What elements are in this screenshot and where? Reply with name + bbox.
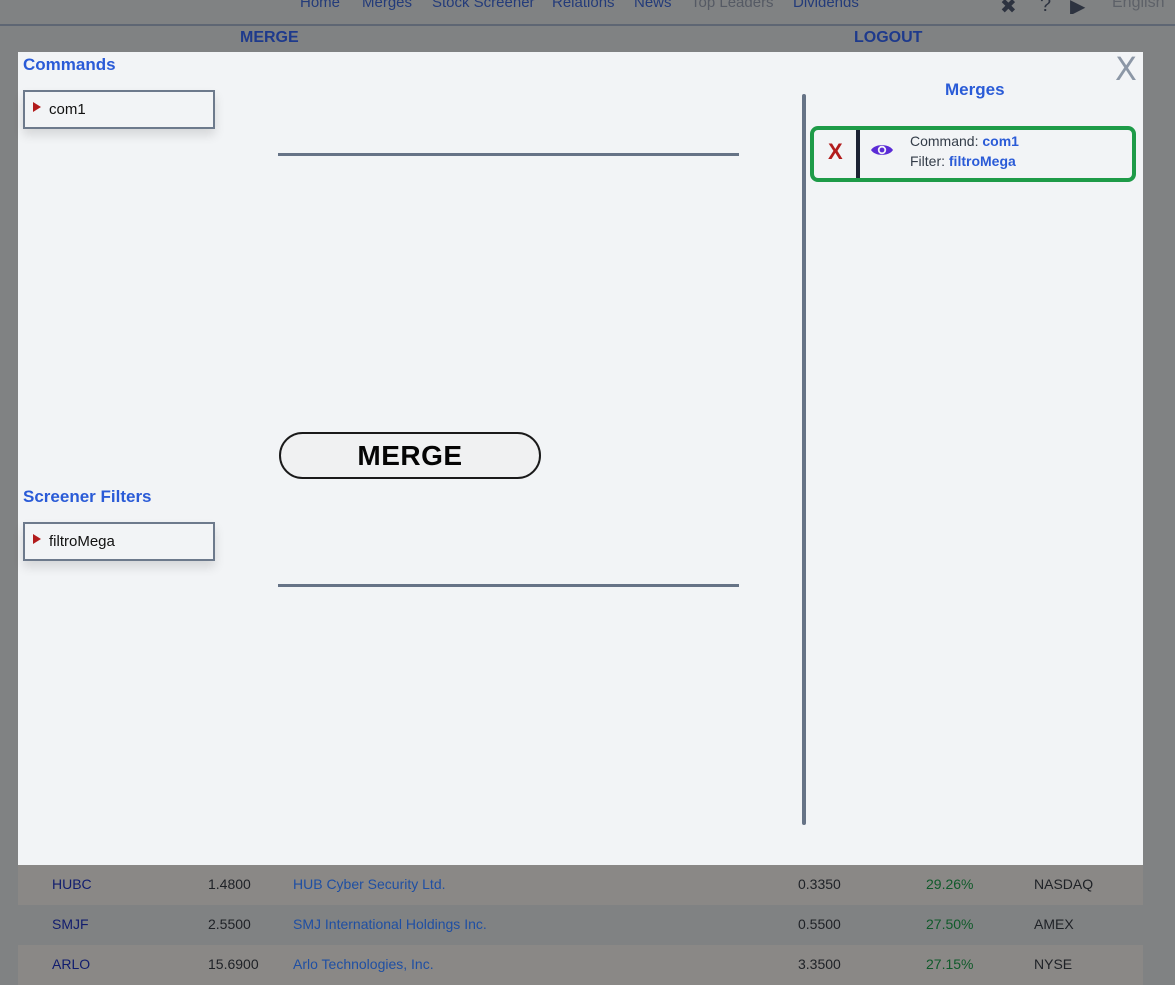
close-modal-button[interactable]: X bbox=[1115, 50, 1137, 88]
merges-title: Merges bbox=[945, 80, 1005, 99]
cell-company-name[interactable]: HUB Cyber Security Ltd. bbox=[293, 876, 446, 892]
merge-filter-line: Filter: filtroMega bbox=[910, 153, 1016, 169]
nav-stock-screener[interactable]: Stock Screener bbox=[432, 0, 535, 11]
merges-divider bbox=[802, 94, 806, 825]
cell-company-name[interactable]: SMJ International Holdings Inc. bbox=[293, 916, 487, 932]
cell-percent-change: 29.26% bbox=[926, 876, 974, 892]
nav-dividends[interactable]: Dividends bbox=[793, 0, 859, 11]
filter-label: Filter: bbox=[910, 153, 945, 169]
expand-triangle-icon[interactable] bbox=[33, 102, 41, 112]
help-icon[interactable]: ? bbox=[1040, 0, 1052, 14]
cell-exchange: AMEX bbox=[1034, 916, 1074, 932]
cell-symbol[interactable]: HUBC bbox=[52, 876, 92, 892]
cell-change: 0.3350 bbox=[798, 876, 841, 892]
cell-change: 3.3500 bbox=[798, 956, 841, 972]
cell-symbol[interactable]: ARLO bbox=[52, 956, 91, 972]
nav-news[interactable]: News bbox=[634, 0, 672, 11]
cell-price: 2.5500 bbox=[208, 916, 251, 932]
merge-command-line: Command: com1 bbox=[910, 133, 1019, 149]
cell-price: 15.6900 bbox=[208, 956, 259, 972]
cell-company-name[interactable]: Arlo Technologies, Inc. bbox=[293, 956, 434, 972]
filter-item[interactable]: filtroMega bbox=[23, 522, 215, 561]
nav-top-leaders[interactable]: Top Leaders bbox=[691, 0, 774, 11]
top-navigation: Home Merges Stock Screener Relations New… bbox=[0, 0, 1175, 14]
nav-merges[interactable]: Merges bbox=[362, 0, 413, 11]
filter-item-label: filtroMega bbox=[49, 533, 115, 550]
language-selector[interactable]: English bbox=[1112, 0, 1165, 11]
cell-percent-change: 27.15% bbox=[926, 956, 974, 972]
delete-merge-button[interactable]: X bbox=[828, 139, 843, 164]
table-row[interactable]: SMJF 2.5500 SMJ International Holdings I… bbox=[18, 905, 1143, 945]
command-label: Command: bbox=[910, 133, 979, 149]
nav-relations[interactable]: Relations bbox=[552, 0, 615, 11]
stock-table: HUBC 1.4800 HUB Cyber Security Ltd. 0.33… bbox=[18, 865, 1143, 985]
play-icon[interactable]: ▶ bbox=[1070, 0, 1086, 14]
table-row[interactable]: ARLO 15.6900 Arlo Technologies, Inc. 3.3… bbox=[18, 945, 1143, 985]
cell-exchange: NASDAQ bbox=[1034, 876, 1094, 892]
merge-card: X Command: com1 Filter: filtroMega bbox=[810, 126, 1136, 182]
nav-divider bbox=[0, 24, 1175, 26]
tools-icon[interactable]: ✖ bbox=[1000, 0, 1017, 14]
cell-change: 0.5500 bbox=[798, 916, 841, 932]
filters-drop-line bbox=[278, 584, 739, 587]
merge-modal: X Commands com1 MERGE Screener Filters f… bbox=[18, 52, 1143, 865]
card-separator bbox=[856, 130, 860, 178]
filter-value: filtroMega bbox=[948, 153, 1016, 169]
command-item[interactable]: com1 bbox=[23, 90, 215, 129]
nav-home[interactable]: Home bbox=[300, 0, 341, 11]
eye-icon[interactable] bbox=[870, 142, 894, 163]
cell-exchange: NYSE bbox=[1034, 956, 1073, 972]
cell-percent-change: 27.50% bbox=[926, 916, 974, 932]
merge-button[interactable]: MERGE bbox=[279, 432, 541, 479]
commands-drop-line bbox=[278, 153, 739, 156]
subnav-logout[interactable]: LOGOUT bbox=[854, 29, 923, 46]
subnav-merge[interactable]: MERGE bbox=[240, 29, 299, 46]
table-row[interactable]: HUBC 1.4800 HUB Cyber Security Ltd. 0.33… bbox=[18, 865, 1143, 905]
command-item-label: com1 bbox=[49, 101, 86, 118]
screener-filters-title: Screener Filters bbox=[23, 487, 152, 506]
commands-title: Commands bbox=[23, 55, 116, 74]
cell-price: 1.4800 bbox=[208, 876, 251, 892]
expand-triangle-icon[interactable] bbox=[33, 534, 41, 544]
cell-symbol[interactable]: SMJF bbox=[52, 916, 89, 932]
command-value: com1 bbox=[982, 133, 1019, 149]
